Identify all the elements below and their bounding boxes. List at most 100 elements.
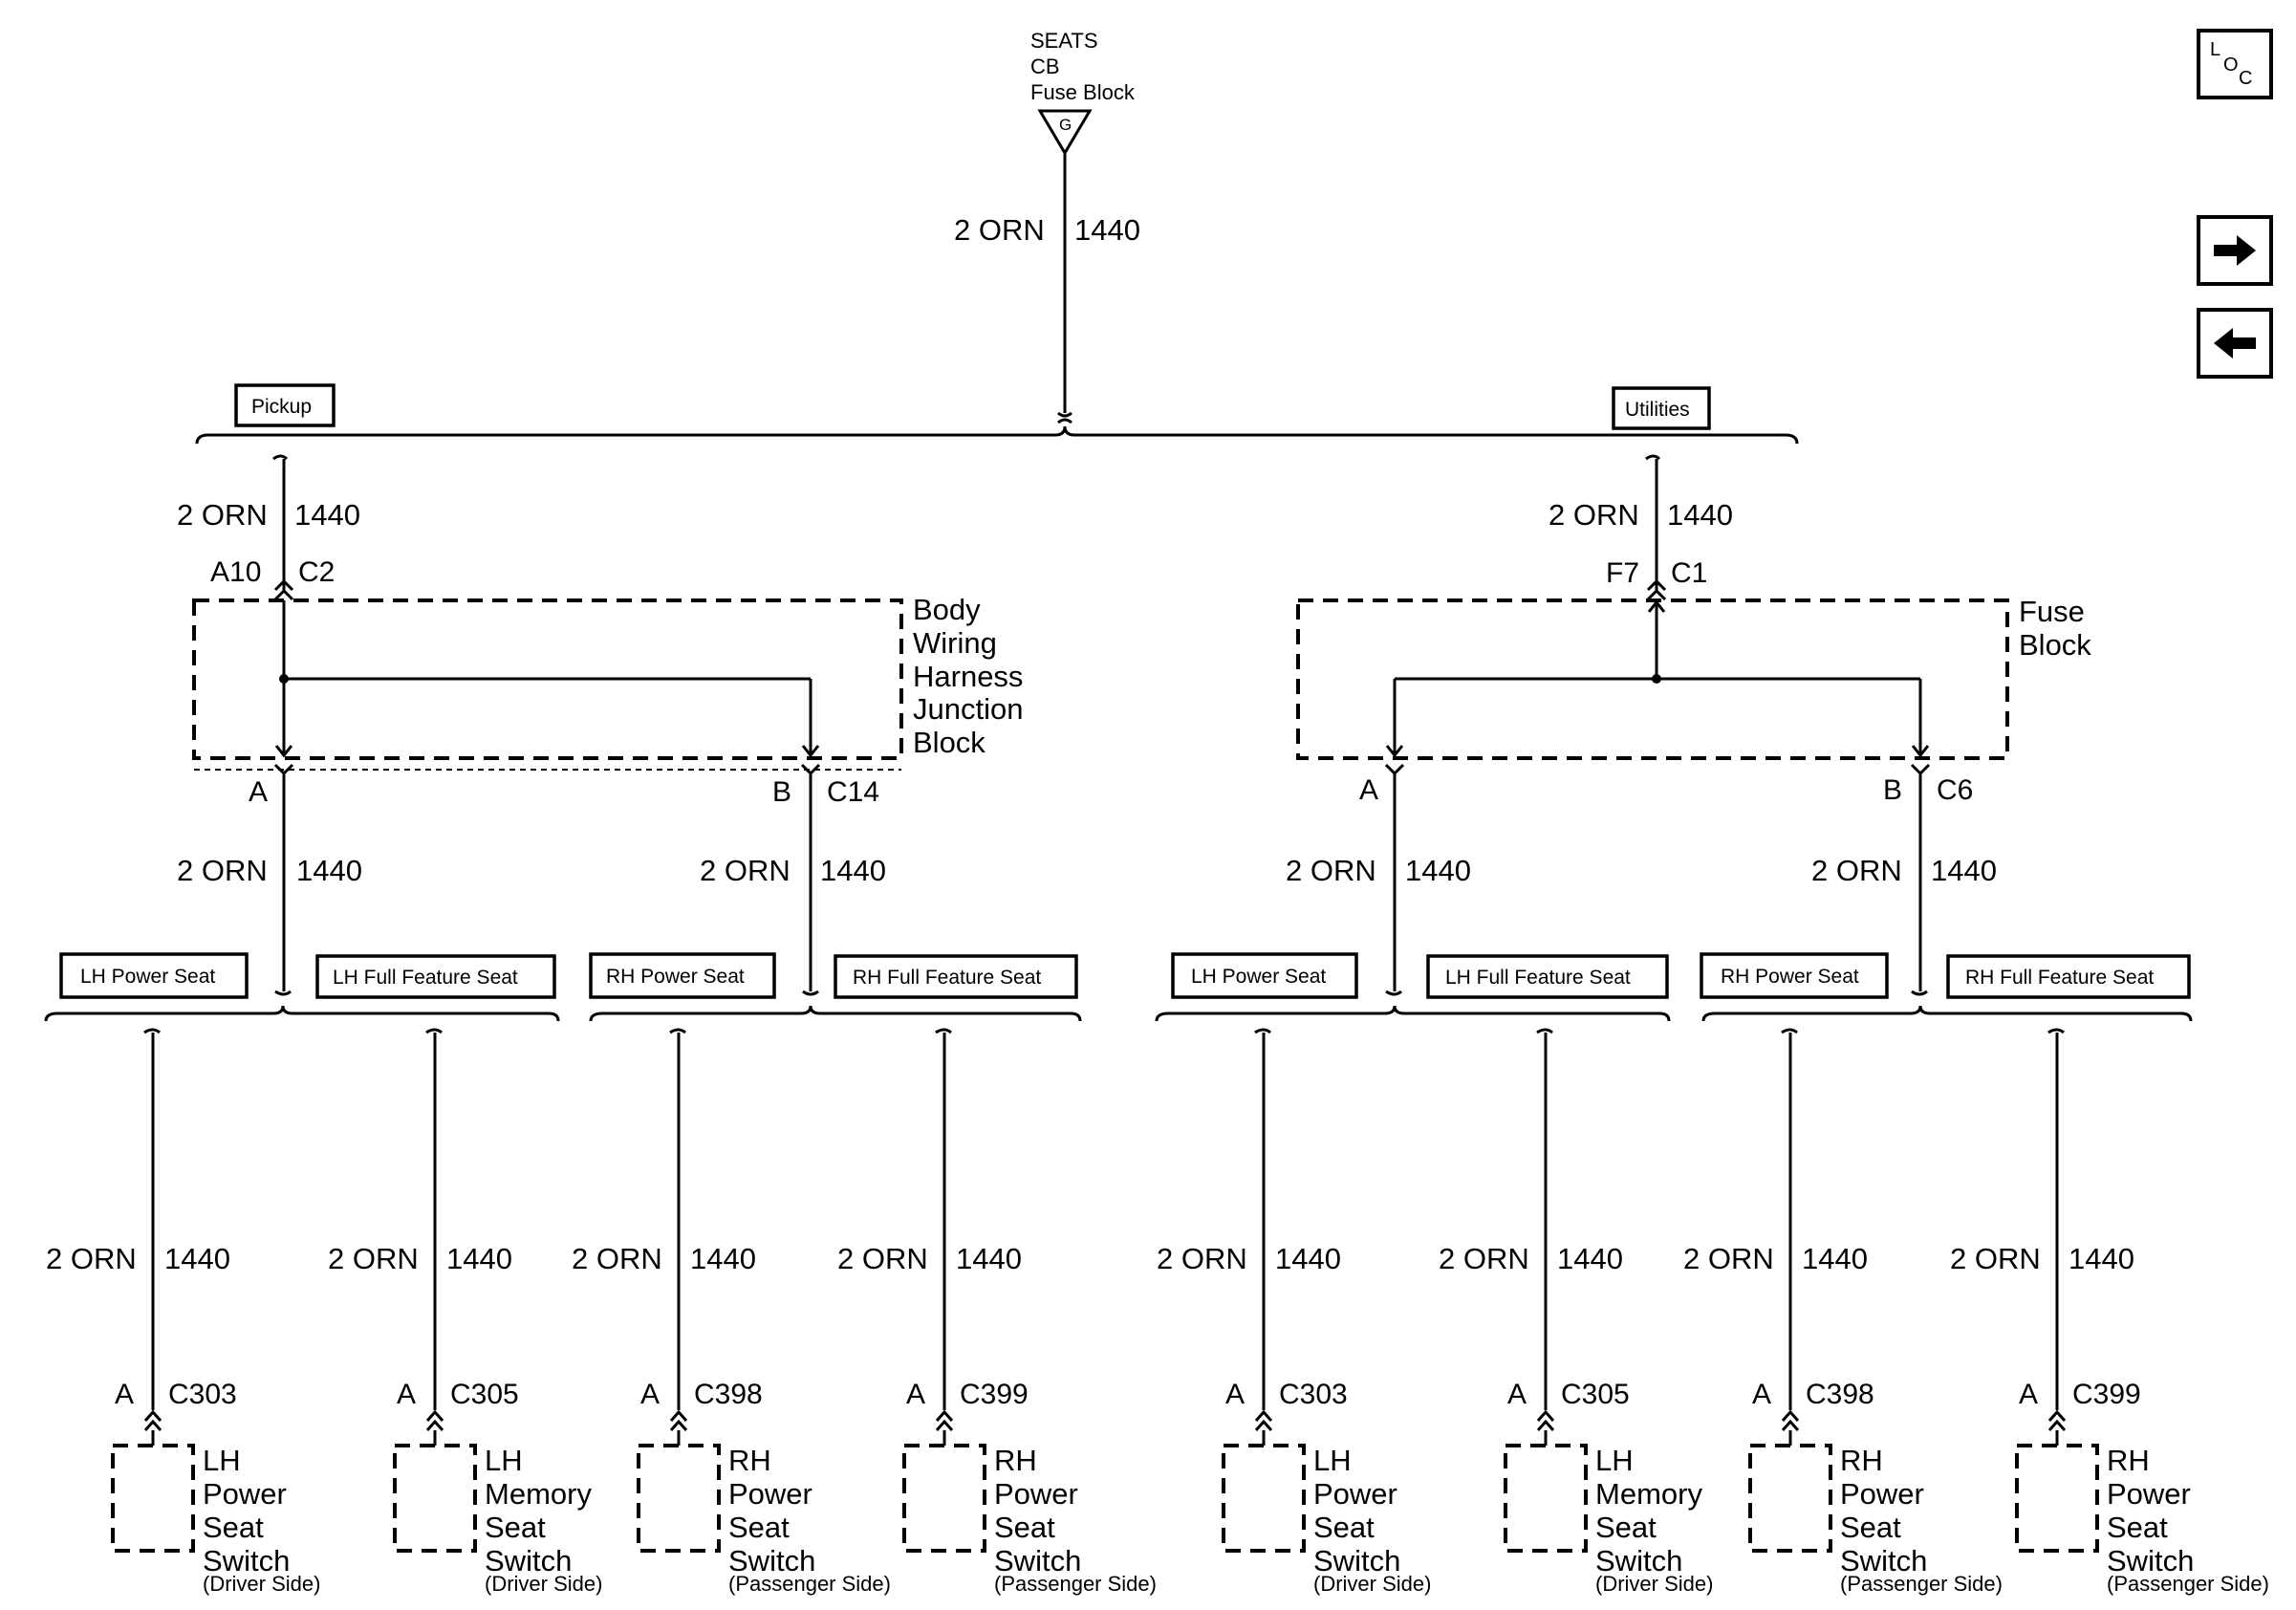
- wire-label-color: 2 ORN: [572, 1242, 662, 1275]
- wire-label-circuit: 1440: [164, 1242, 230, 1275]
- switch-side: (Driver Side): [203, 1572, 320, 1596]
- option-lh-full-feature-seat: LH Full Feature Seat: [333, 967, 518, 989]
- svg-text:O: O: [2223, 54, 2239, 76]
- pin-b: B: [772, 776, 791, 808]
- svg-text:Body: Body: [913, 593, 981, 626]
- option-lh-power-seat: LH Power Seat: [80, 966, 215, 988]
- wire-label-color: 2 ORN: [700, 854, 791, 887]
- switch-side: (Passenger Side): [728, 1572, 891, 1596]
- option-utilities-box: [1612, 386, 1711, 430]
- option-rh-full-feature-box: [1946, 954, 2191, 999]
- connector-c14: C14: [827, 776, 879, 808]
- svg-text:Junction: Junction: [913, 692, 1023, 726]
- switch-name-line: Switch: [203, 1544, 290, 1577]
- option-bracket: [195, 425, 1799, 445]
- switch-name-line: Power: [994, 1477, 1078, 1511]
- loc-icon: L O C: [2210, 39, 2252, 89]
- connector-icon: [143, 1409, 162, 1431]
- switch-component: [1504, 1444, 1588, 1553]
- switch-name-line: LH: [485, 1444, 523, 1477]
- wire-label-circuit: 1440: [1275, 1242, 1341, 1275]
- option-rh-power-seat: RH Power Seat: [1721, 966, 1859, 988]
- connector-id: C303: [1279, 1379, 1348, 1410]
- svg-text:Block: Block: [2019, 628, 2091, 662]
- connector-icon: [1536, 1409, 1555, 1431]
- option-rh-full-feature-box: [834, 954, 1078, 999]
- connector-c6: C6: [1937, 774, 1973, 806]
- connector-icon: [1254, 1409, 1273, 1431]
- pin-a: A: [397, 1379, 416, 1410]
- switch-name-line: Memory: [485, 1477, 592, 1511]
- connector-icon: [1384, 763, 1931, 776]
- pin-a: A: [1225, 1379, 1245, 1410]
- left-arrow-icon: [2214, 328, 2256, 359]
- pin-a: A: [2019, 1379, 2038, 1410]
- wire-label-circuit: 1440: [1931, 854, 1997, 887]
- wire-label-color: 2 ORN: [1286, 854, 1376, 887]
- switch-name-line: Power: [2107, 1477, 2191, 1511]
- switch-component: [902, 1444, 986, 1553]
- wire-label-circuit: 1440: [446, 1242, 512, 1275]
- switch-side: (Passenger Side): [1840, 1572, 2003, 1596]
- forward-button[interactable]: [2197, 215, 2273, 286]
- splice-break: [1057, 411, 1072, 418]
- option-pickup: Pickup: [251, 396, 312, 418]
- wire-label-circuit: 1440: [1405, 854, 1471, 887]
- switch-component: [1222, 1444, 1306, 1553]
- switch-name-line: LH: [1313, 1444, 1352, 1477]
- wire-label-circuit: 1440: [296, 854, 362, 887]
- switch-side: (Driver Side): [1313, 1572, 1431, 1596]
- option-rh-power-seat-box: [589, 952, 776, 999]
- option-bracket: [44, 1005, 560, 1022]
- connector-c2: C2: [298, 556, 335, 588]
- switch-component: [393, 1444, 477, 1553]
- switch-name-line: Switch: [1595, 1544, 1682, 1577]
- option-lh-power-seat-box: [59, 952, 249, 999]
- pin-a: A: [249, 776, 268, 808]
- source-block: Fuse Block: [1030, 80, 1136, 104]
- svg-text:C: C: [2239, 68, 2252, 89]
- connector-id: C305: [1561, 1379, 1630, 1410]
- option-rh-power-seat-box: [1700, 952, 1889, 999]
- svg-text:Fuse: Fuse: [2019, 595, 2085, 628]
- switch-name-line: RH: [728, 1444, 771, 1477]
- source-name: SEATS: [1030, 29, 1098, 53]
- switch-name-line: Switch: [485, 1544, 572, 1577]
- switch-name-line: Switch: [2107, 1544, 2194, 1577]
- pin-a10: A10: [210, 556, 261, 588]
- loc-button[interactable]: L O C: [2197, 29, 2273, 99]
- option-lh-power-seat-box: [1171, 952, 1358, 999]
- switch-name-line: Switch: [1840, 1544, 1927, 1577]
- junction-block-left: [192, 598, 903, 760]
- switch-name-line: Seat: [1840, 1511, 1901, 1544]
- switch-component: [637, 1444, 721, 1553]
- back-button[interactable]: [2197, 308, 2273, 379]
- wire-label-circuit: 1440: [2069, 1242, 2134, 1275]
- switch-name-line: Power: [203, 1477, 287, 1511]
- switch-name-line: Seat: [728, 1511, 790, 1544]
- option-pickup-box: [234, 383, 336, 427]
- switch-name-line: RH: [1840, 1444, 1883, 1477]
- switch-name-line: Seat: [203, 1511, 264, 1544]
- switch-name-line: Power: [1840, 1477, 1924, 1511]
- switch-name-line: Switch: [994, 1544, 1081, 1577]
- switch-name-line: LH: [203, 1444, 241, 1477]
- switch-component: [111, 1444, 195, 1553]
- pin-a: A: [640, 1379, 660, 1410]
- pin-a: A: [1752, 1379, 1771, 1410]
- switch-name-line: Seat: [994, 1511, 1055, 1544]
- wire-label-color: 2 ORN: [1683, 1242, 1774, 1275]
- switch-name-line: Seat: [485, 1511, 546, 1544]
- switch-name-line: Switch: [1313, 1544, 1400, 1577]
- wire-label-circuit: 1440: [294, 498, 360, 532]
- wire-label-color: 2 ORN: [46, 1242, 137, 1275]
- option-lh-power-seat: LH Power Seat: [1191, 966, 1326, 988]
- svg-text:Block: Block: [913, 726, 986, 759]
- switch-name-line: RH: [2107, 1444, 2150, 1477]
- wire-label-circuit: 1440: [1074, 213, 1140, 247]
